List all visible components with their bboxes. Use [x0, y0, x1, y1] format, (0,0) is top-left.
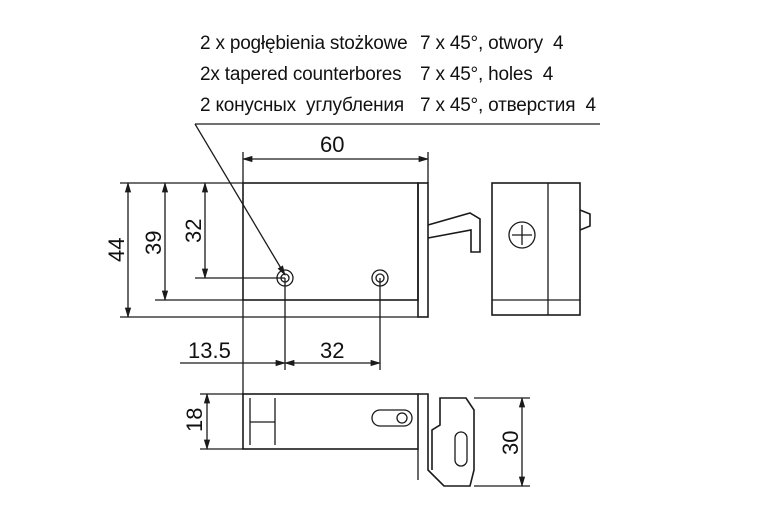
note-polish-size: 7 x 45°, otwory 4: [420, 33, 564, 54]
note-leader: [194, 123, 286, 276]
note-polish-desc: 2 x pogłębienia stożkowe: [200, 33, 408, 54]
label-44: 44: [104, 238, 129, 262]
bracket-slot: [454, 431, 468, 467]
label-32-horizontal: 32: [320, 338, 344, 363]
label-18: 18: [182, 408, 207, 432]
note-russian-desc: 2 конусных углубления: [200, 95, 404, 116]
front-hook: [427, 212, 481, 253]
top-bracket: [418, 393, 475, 487]
note-english-desc: 2x tapered counterbores: [200, 64, 402, 85]
note-polish: 2 x pogłębienia stożkowe 7 x 45°, otwory …: [200, 33, 564, 55]
label-13-5: 13.5: [188, 338, 231, 363]
note-english: 2x tapered counterbores 7 x 45°, holes 4: [200, 64, 553, 86]
label-60: 60: [320, 132, 344, 157]
note-russian: 2 конусных углубления 7 x 45°, отверстия …: [200, 95, 596, 117]
label-39: 39: [141, 231, 166, 255]
top-body: [242, 393, 419, 450]
label-30: 30: [498, 431, 523, 455]
note-russian-size: 7 x 45°, отверстия 4: [420, 95, 596, 116]
front-view: [242, 182, 481, 318]
side-body: [491, 182, 581, 316]
side-view: [491, 182, 591, 316]
top-slot-hole: [396, 412, 408, 424]
side-tab: [579, 209, 591, 231]
note-english-size: 7 x 45°, holes 4: [420, 64, 554, 85]
top-view: [242, 393, 475, 487]
front-flange: [417, 182, 429, 318]
screw-head: [508, 221, 536, 249]
top-slot: [371, 409, 413, 427]
label-32-vertical: 32: [181, 219, 206, 243]
front-body: [242, 182, 419, 301]
